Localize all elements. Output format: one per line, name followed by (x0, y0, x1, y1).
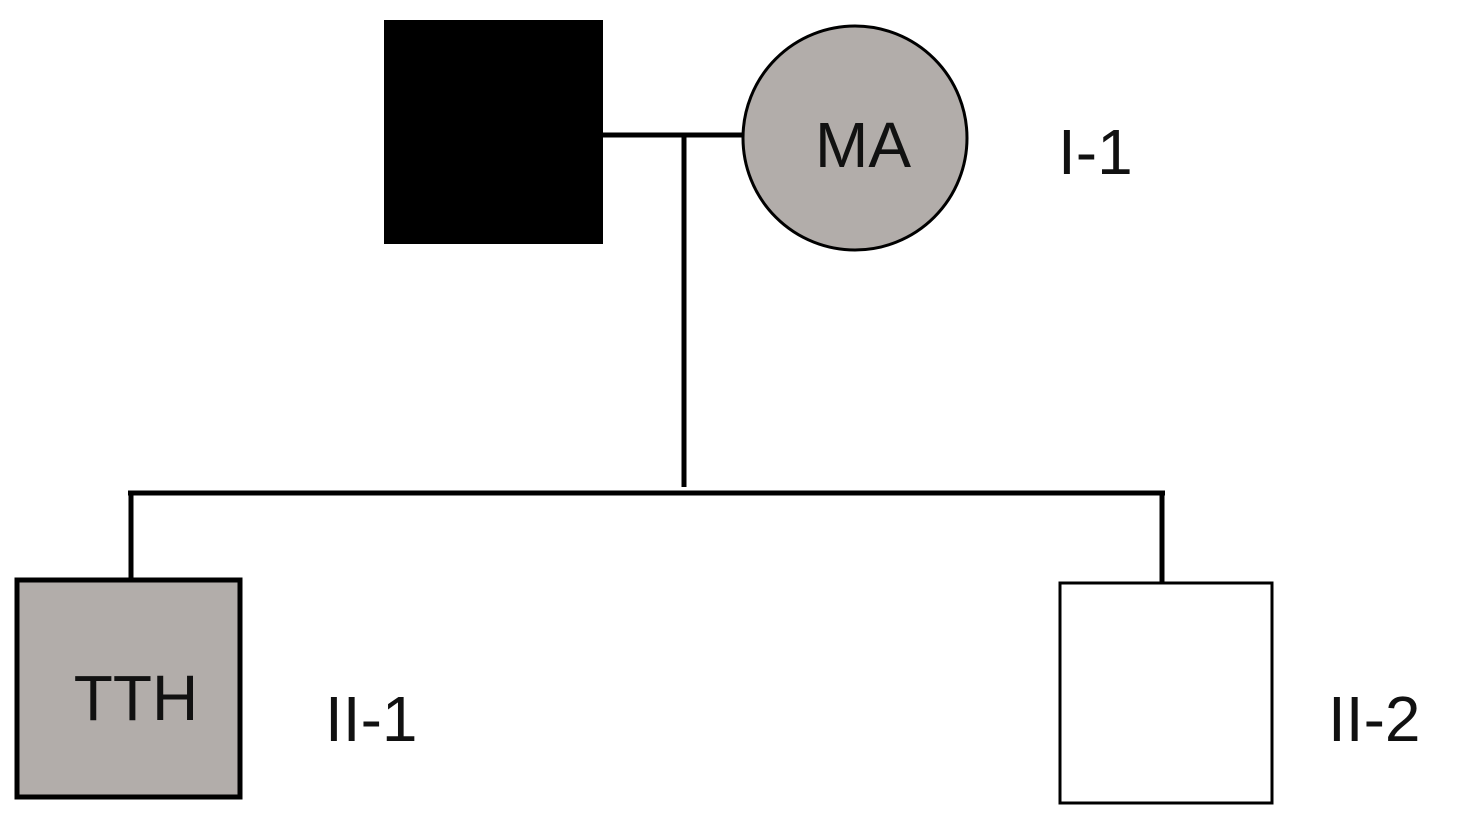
child-1-square (14, 577, 243, 800)
mother-circle (741, 24, 969, 252)
child-2-square (1058, 581, 1274, 805)
mother-symbol-text: MA (815, 109, 911, 181)
child-2-label: II-2 (1328, 683, 1420, 755)
generation-1-label: I-1 (1058, 116, 1133, 188)
pedigree-lines (128, 132, 1165, 584)
child-1-symbol-text: TTH (74, 662, 198, 734)
father-affected-square (384, 20, 603, 244)
child-1-label: II-1 (325, 683, 417, 755)
